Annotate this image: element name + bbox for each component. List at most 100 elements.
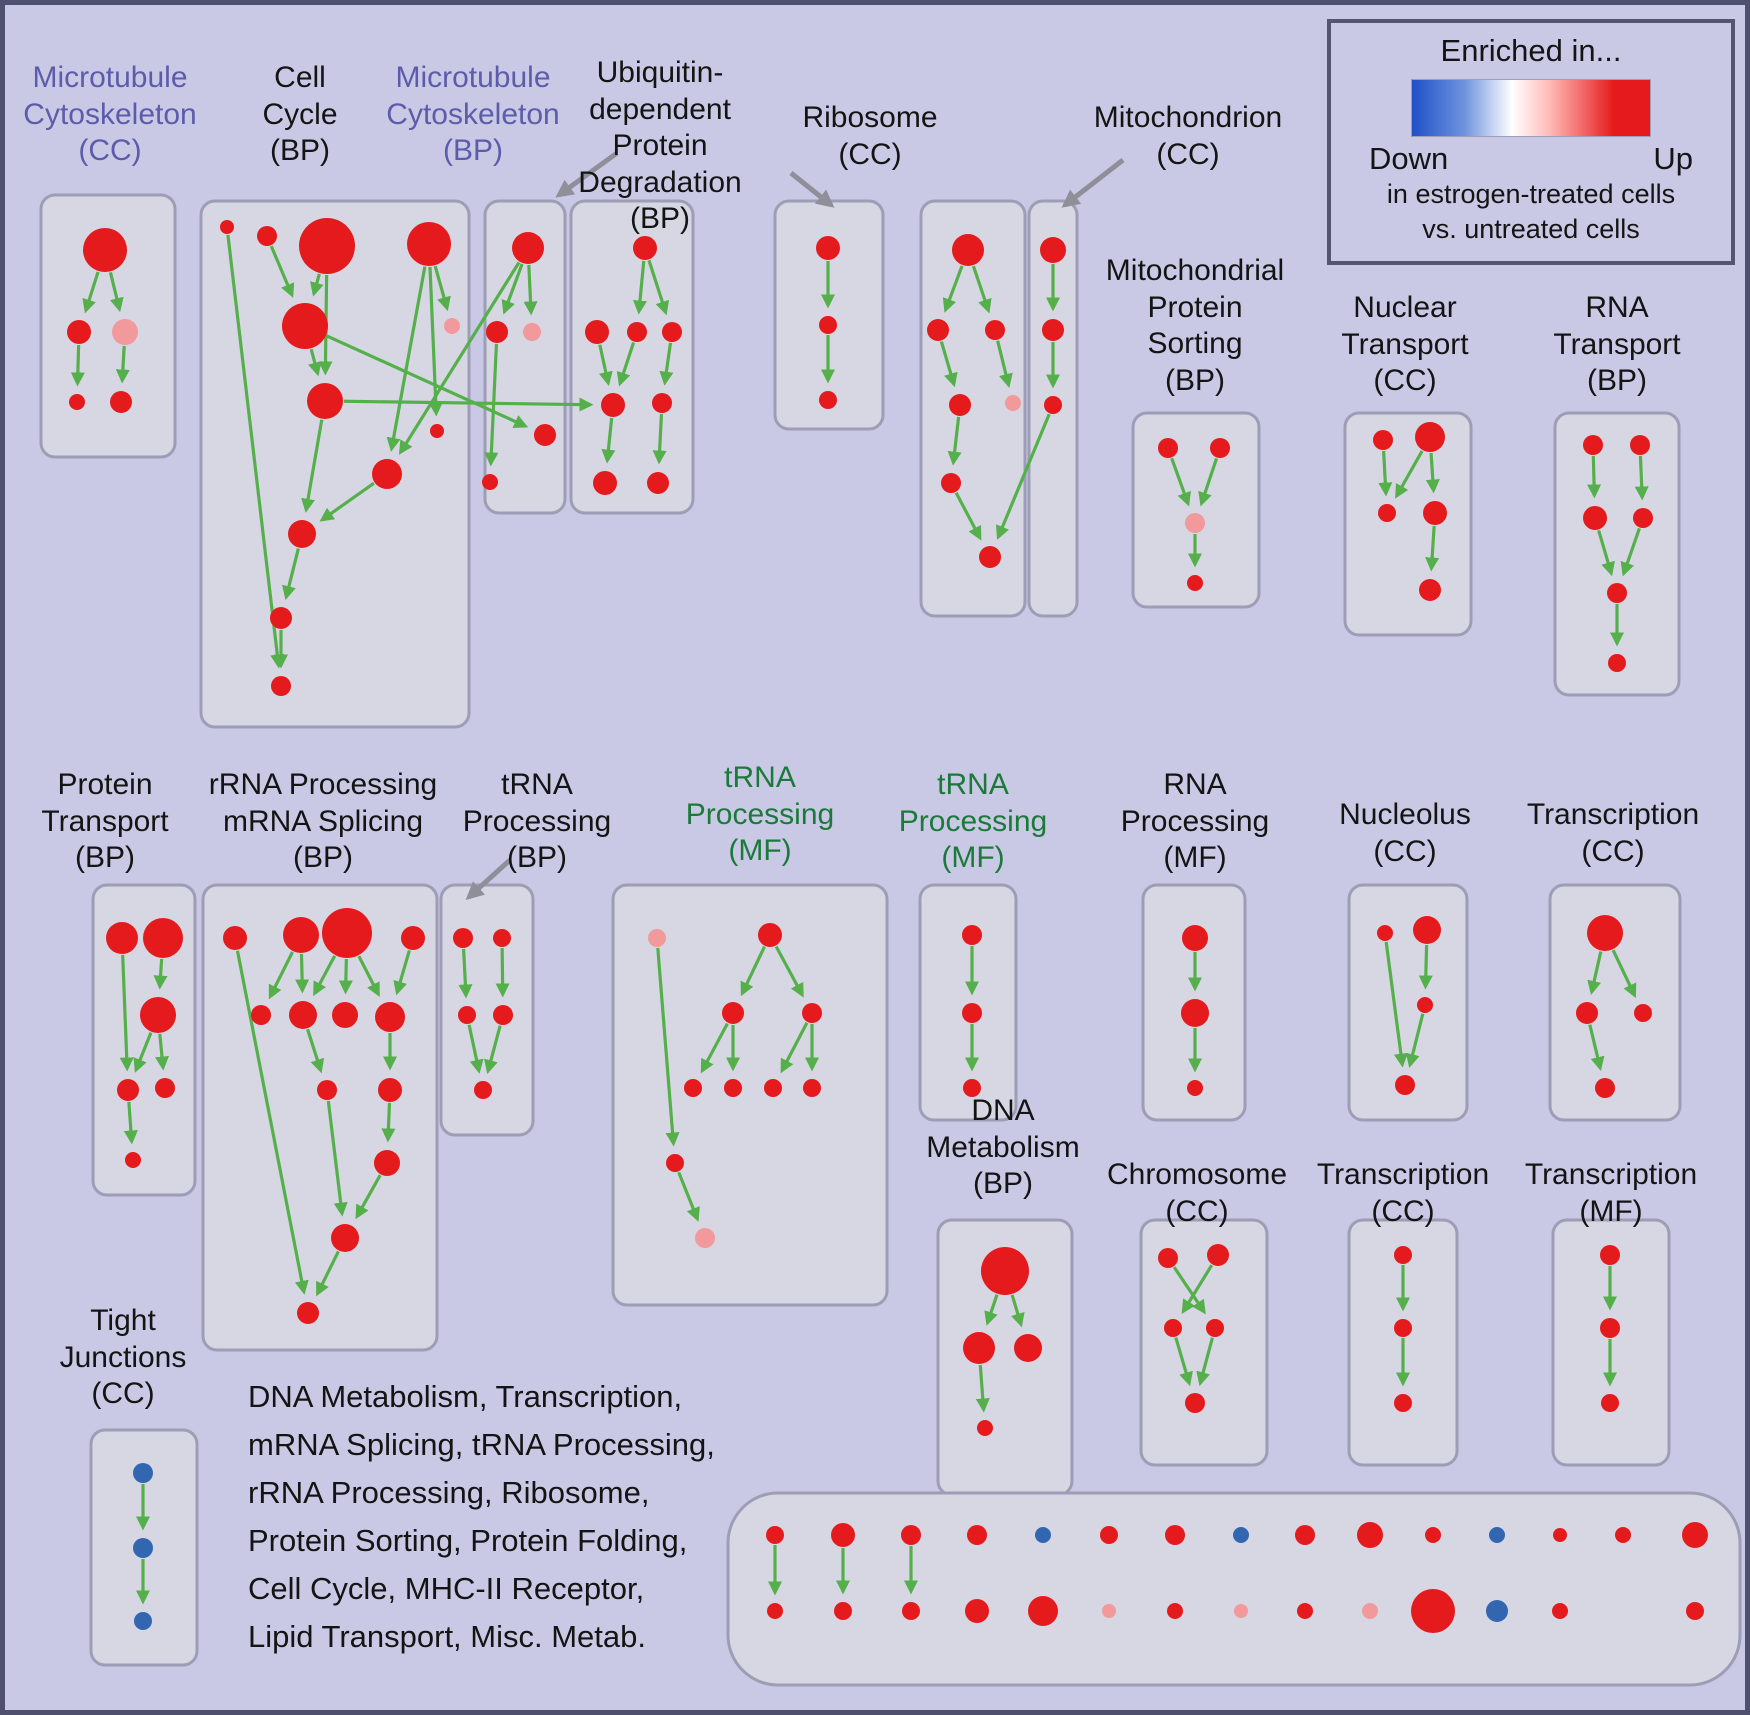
go-term-node-transcription-mf-1 xyxy=(1600,1318,1620,1338)
edge-arrow xyxy=(523,264,538,316)
go-term-node-cell-cycle-4 xyxy=(282,303,328,349)
edge-arrow xyxy=(355,1174,382,1220)
edge-arrow xyxy=(1405,1013,1425,1069)
edge-arrow xyxy=(652,413,667,465)
edge-arrow xyxy=(1587,455,1602,499)
go-term-node-ubiquitin-bp-5 xyxy=(652,393,672,413)
go-term-node-ubiquitin-bp-6 xyxy=(593,471,617,495)
cluster-box-chromosome xyxy=(1139,1218,1269,1467)
edge-arrow xyxy=(316,1250,340,1297)
go-term-node-ribosome-cc-3 xyxy=(949,394,971,416)
go-term-node-chromosome-2 xyxy=(1164,1319,1182,1337)
go-term-node-chromosome-0 xyxy=(1158,1248,1178,1268)
go-term-node-transcription-cc-small-1 xyxy=(1394,1319,1412,1337)
go-term-node-misc-26 xyxy=(1615,1527,1631,1543)
go-term-node-nuclear-transport-1 xyxy=(1415,422,1445,452)
go-term-node-microtubule-cc-1 xyxy=(67,320,91,344)
go-term-node-microtubule-cc-2 xyxy=(112,319,138,345)
go-term-node-transcription-cc-small-2 xyxy=(1394,1394,1412,1412)
go-term-node-rna-processing-mf-0 xyxy=(1182,925,1208,951)
edge-arrow xyxy=(947,416,962,466)
go-term-node-rrna-mrna-10 xyxy=(374,1150,400,1176)
go-term-node-misc-17 xyxy=(1297,1603,1313,1619)
go-term-node-ubiquitin-bp-4 xyxy=(601,393,625,417)
go-term-node-microtubule-bp-2 xyxy=(523,323,541,341)
go-term-node-ubiquitin-chain-1 xyxy=(819,316,837,334)
edge-arrow xyxy=(484,1025,502,1075)
go-term-node-mitochondrion-cc-0 xyxy=(1040,237,1066,263)
go-term-node-trna-mf-big-1 xyxy=(758,923,782,947)
edge-arrow xyxy=(1196,1337,1214,1387)
go-term-node-cell-cycle-2 xyxy=(299,218,355,274)
edge-arrow xyxy=(1170,457,1191,507)
edge-arrow xyxy=(1587,951,1603,995)
go-term-node-misc-5 xyxy=(902,1602,920,1620)
go-term-node-ribosome-cc-2 xyxy=(985,320,1005,340)
edge-arrow xyxy=(235,950,309,1295)
go-term-node-misc-20 xyxy=(1425,1527,1441,1543)
go-term-node-misc-14 xyxy=(1233,1527,1249,1543)
edge-arrow xyxy=(268,951,294,1000)
edge-arrow xyxy=(319,481,375,522)
edge-arrow xyxy=(975,1364,990,1413)
go-term-node-misc-16 xyxy=(1295,1525,1315,1545)
go-term-node-nucleolus-0 xyxy=(1377,925,1393,941)
edge-arrow xyxy=(1181,1264,1214,1314)
go-term-node-trna-bp-1 xyxy=(493,929,511,947)
go-term-node-mito-protein-sorting-3 xyxy=(1187,575,1203,591)
edge-arrow xyxy=(700,1022,729,1074)
edge-arrow xyxy=(1620,527,1641,577)
cluster-box-trna-mf-small xyxy=(918,883,1018,1122)
go-term-node-trna-mf-big-8 xyxy=(666,1154,684,1172)
go-term-node-nuclear-transport-4 xyxy=(1419,579,1441,601)
edge-arrow xyxy=(115,345,130,384)
cluster-box-mito-protein-sorting xyxy=(1131,411,1261,609)
legend-gradient-bar xyxy=(1411,79,1651,137)
edge-arrow xyxy=(458,948,473,999)
legend: Enriched in... Down Up in estrogen-treat… xyxy=(1327,19,1735,265)
label-pointer-arrow-1 xyxy=(789,171,835,208)
go-term-node-misc-12 xyxy=(1165,1525,1185,1545)
go-term-node-tight-junctions-2 xyxy=(134,1612,152,1630)
go-term-node-misc-24 xyxy=(1553,1528,1567,1542)
go-term-node-cell-cycle-1 xyxy=(257,226,277,246)
go-term-node-cell-cycle-6 xyxy=(307,383,343,419)
go-term-node-ubiquitin-bp-3 xyxy=(662,322,682,342)
go-term-node-rrna-mrna-12 xyxy=(297,1302,319,1324)
go-term-node-protein-transport-0 xyxy=(106,922,138,954)
go-term-node-nuclear-transport-0 xyxy=(1373,430,1393,450)
go-term-node-rrna-mrna-5 xyxy=(289,1001,317,1029)
edge-arrow xyxy=(386,266,427,452)
nodes-layer xyxy=(67,218,1708,1633)
go-term-node-protein-transport-5 xyxy=(125,1152,141,1168)
go-term-node-trna-mf-big-9 xyxy=(695,1228,715,1248)
go-term-node-misc-0 xyxy=(766,1526,784,1544)
go-term-node-cell-cycle-0 xyxy=(220,220,234,234)
label-pointer-arrow-0 xyxy=(555,150,619,198)
go-term-node-cell-cycle-11 xyxy=(430,424,444,438)
go-term-node-ribosome-cc-4 xyxy=(1005,395,1021,411)
go-term-node-ubiquitin-bp-2 xyxy=(627,322,647,342)
cluster-box-nuclear-transport xyxy=(1343,411,1473,637)
go-term-node-protein-transport-4 xyxy=(155,1078,175,1098)
edge-arrow xyxy=(108,271,124,313)
go-term-node-dna-metabolism-0 xyxy=(981,1247,1029,1295)
go-term-node-misc-23 xyxy=(1486,1600,1508,1622)
go-term-node-misc-1 xyxy=(767,1603,783,1619)
go-term-node-trna-mf-big-5 xyxy=(724,1079,742,1097)
go-term-node-transcription-cc-top-1 xyxy=(1576,1002,1598,1024)
go-term-node-rna-processing-mf-2 xyxy=(1187,1080,1203,1096)
go-term-node-ribosome-cc-1 xyxy=(927,319,949,341)
go-term-node-misc-22 xyxy=(1489,1527,1505,1543)
edge-arrow xyxy=(1425,452,1440,494)
go-term-node-nucleolus-1 xyxy=(1413,916,1441,944)
go-term-node-mitochondrion-cc-1 xyxy=(1042,319,1064,341)
edge-arrow xyxy=(780,1022,809,1074)
edge-arrow xyxy=(954,491,982,541)
go-term-node-misc-3 xyxy=(834,1602,852,1620)
edge-arrow xyxy=(656,947,680,1147)
edge-arrow xyxy=(677,1171,700,1222)
edge-arrow xyxy=(381,1102,396,1143)
edge-arrow xyxy=(269,245,295,298)
edge-arrow xyxy=(971,265,992,314)
